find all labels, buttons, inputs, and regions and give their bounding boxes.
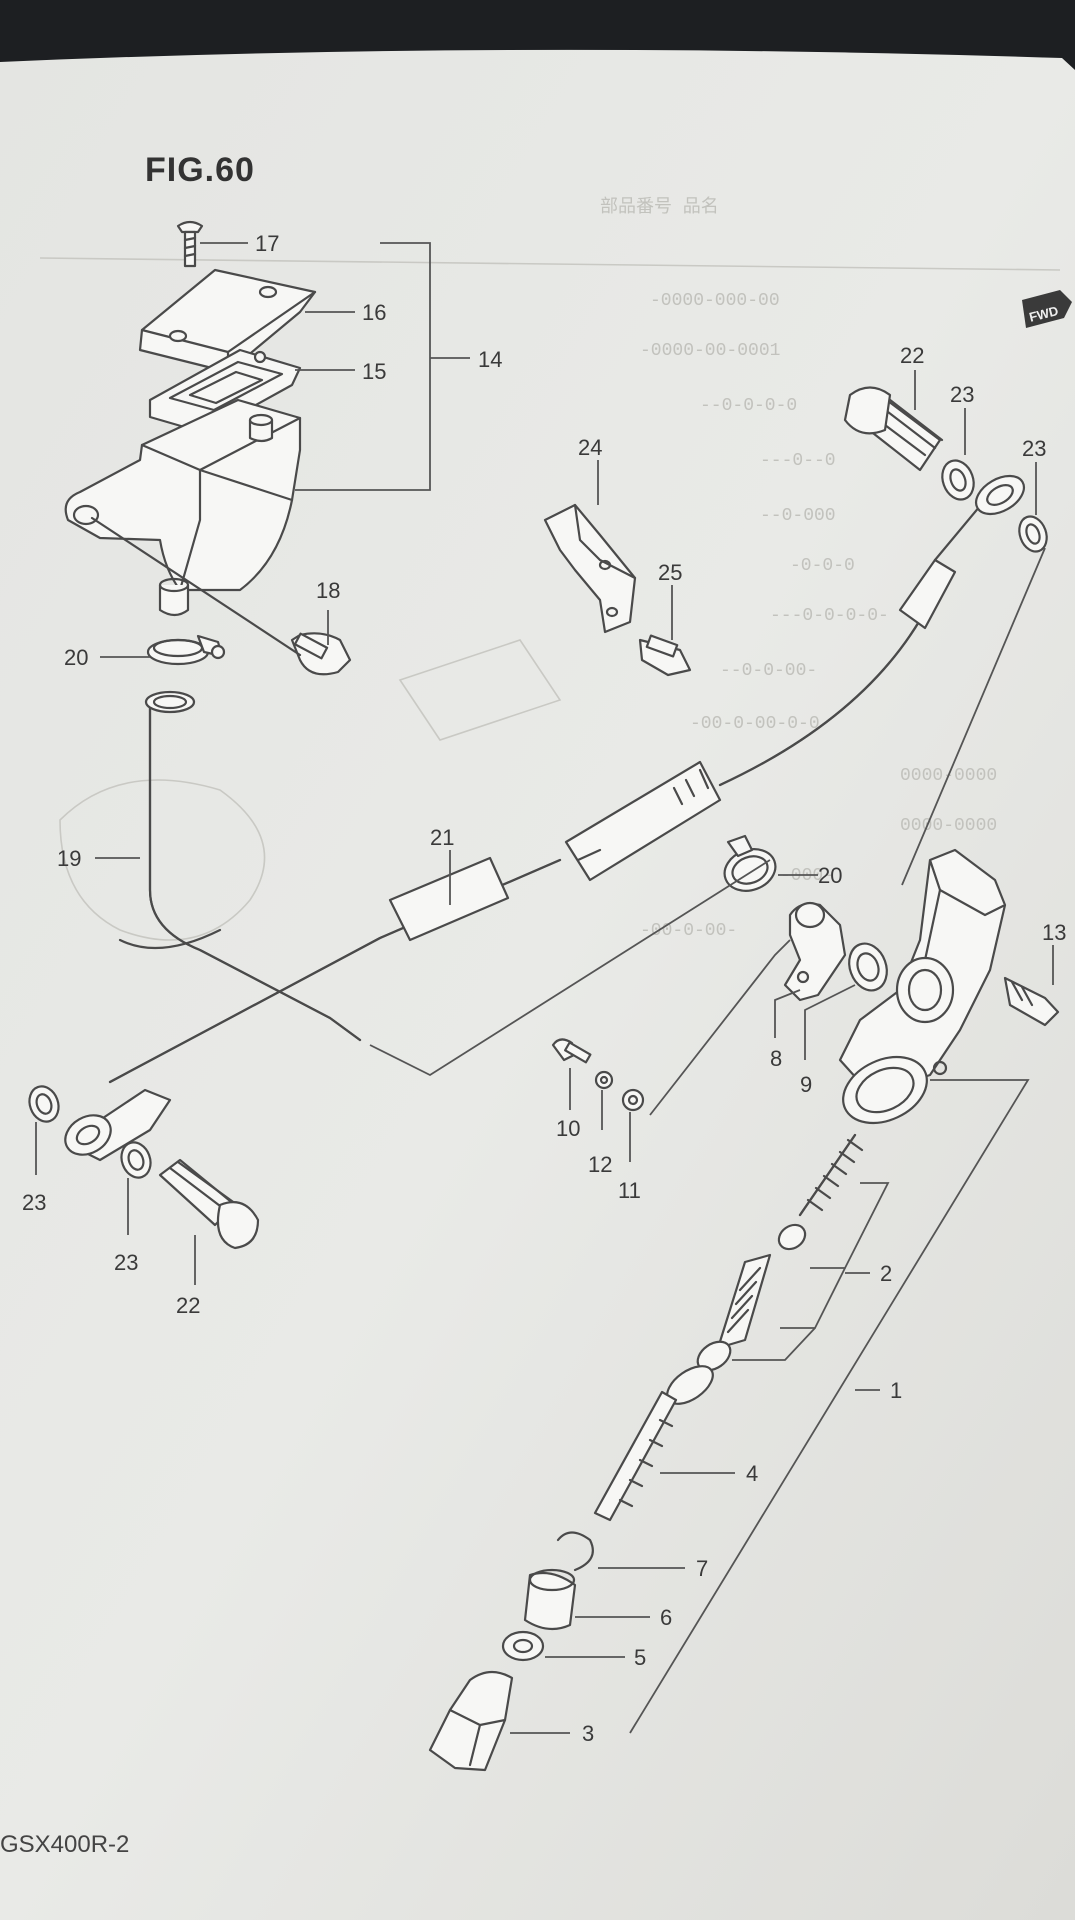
- svg-text:--0-0-00-: --0-0-00-: [720, 661, 817, 681]
- bolt-axis-line: [90, 516, 302, 657]
- callout-6: 6: [660, 1605, 672, 1630]
- callout-3: 3: [582, 1721, 594, 1746]
- union-bolt-22-lower: [158, 1158, 260, 1250]
- callout-23-a: 23: [950, 382, 974, 407]
- callout-15: 15: [362, 359, 386, 384]
- callout-23-d: 23: [114, 1250, 138, 1275]
- callout-2: 2: [880, 1261, 892, 1286]
- callout-20-right: 20: [818, 863, 842, 888]
- push-rod-4: [593, 1365, 714, 1522]
- svg-text:部品番号 品名: 部品番号 品名: [600, 196, 719, 218]
- svg-text:--0-0-0-0: --0-0-0-0: [700, 396, 797, 416]
- fwd-label: FWD: [1028, 303, 1060, 325]
- reservoir-diaphragm-15: [148, 348, 302, 435]
- hose-clamp-20-upper: [146, 634, 226, 666]
- reservoir-screw-17: [176, 220, 204, 268]
- bracket-bolt-25: [638, 634, 692, 677]
- clevis-3: [428, 1670, 514, 1772]
- svg-text:--0-000: --0-000: [760, 506, 836, 526]
- callout-11: 11: [618, 1178, 641, 1203]
- callout-25: 25: [658, 560, 682, 585]
- callout-16: 16: [362, 300, 386, 325]
- callout-23-b: 23: [1022, 436, 1046, 461]
- master-cylinder-body-1: [838, 848, 1007, 1125]
- svg-text:-0000-000-00: -0000-000-00: [650, 291, 780, 311]
- svg-text:---0--0: ---0--0: [760, 451, 836, 471]
- callout-14: 14: [478, 347, 502, 372]
- callout-7: 7: [696, 1556, 708, 1581]
- bolt-13: [1003, 976, 1060, 1027]
- circlip-7: [556, 1531, 594, 1572]
- callout-17: 17: [255, 231, 279, 256]
- callout-18: 18: [316, 578, 340, 603]
- boot-6: [523, 1568, 577, 1631]
- callout-24: 24: [578, 435, 602, 460]
- sealing-washer-23-d: [120, 1141, 152, 1179]
- mounting-bolt-18: [290, 632, 352, 676]
- callout-20-upper: 20: [64, 645, 88, 670]
- callout-13: 13: [1042, 920, 1066, 945]
- sealing-washer-23-c: [28, 1085, 60, 1123]
- callout-23-c: 23: [22, 1190, 46, 1215]
- callout-22-lower: 22: [176, 1293, 200, 1318]
- svg-text:-000-: -000-: [780, 866, 834, 886]
- callout-8: 8: [770, 1046, 782, 1071]
- svg-text:-00-0-00-: -00-0-00-: [640, 921, 737, 941]
- svg-text:0000-0000: 0000-0000: [900, 816, 997, 836]
- fwd-arrow-mark: FWD: [1022, 290, 1072, 328]
- o-ring-9: [848, 942, 888, 992]
- callout-4: 4: [746, 1461, 758, 1486]
- nut-5: [501, 1630, 545, 1662]
- callout-9: 9: [800, 1072, 812, 1097]
- callout-22-upper: 22: [900, 343, 924, 368]
- leader-lines: [35, 242, 1054, 1734]
- hose-guide-bracket-24: [543, 503, 637, 634]
- model-code-footer: GSX400R-2: [0, 1831, 129, 1858]
- hose-19: [118, 690, 362, 1042]
- figure-title: FIG.60: [145, 151, 255, 189]
- callout-10: 10: [556, 1116, 580, 1141]
- svg-text:---0-0-0-0-: ---0-0-0-0-: [770, 606, 889, 626]
- callout-5: 5: [634, 1645, 646, 1670]
- svg-text:-00-0-00-0-0: -00-0-00-0-0: [690, 714, 820, 734]
- svg-text:-0000-00-0001: -0000-00-0001: [640, 341, 780, 361]
- sealing-washer-23-b: [1018, 515, 1048, 553]
- washer-11: [621, 1088, 645, 1112]
- callout-19: 19: [57, 846, 81, 871]
- callout-labels: 17 16 15 14 18 20 19 21 22 23 23 24 25 2…: [22, 231, 1066, 1746]
- screw-10: [551, 1038, 592, 1064]
- washer-12: [594, 1070, 614, 1090]
- callout-21: 21: [430, 825, 454, 850]
- sealing-washer-23-a: [941, 459, 975, 501]
- svg-text:-0-0-0: -0-0-0: [790, 556, 855, 576]
- union-bolt-22-upper: [843, 386, 944, 472]
- brake-hose-21: [64, 474, 1025, 1162]
- callout-1: 1: [890, 1378, 902, 1403]
- show-through-text: 部品番号 品名 -0000-000-00 -0000-00-0001 --0-0…: [39, 196, 1061, 941]
- hose-joint-8: [783, 901, 847, 1002]
- callout-12: 12: [588, 1152, 612, 1177]
- reservoir-cap-16: [138, 268, 317, 374]
